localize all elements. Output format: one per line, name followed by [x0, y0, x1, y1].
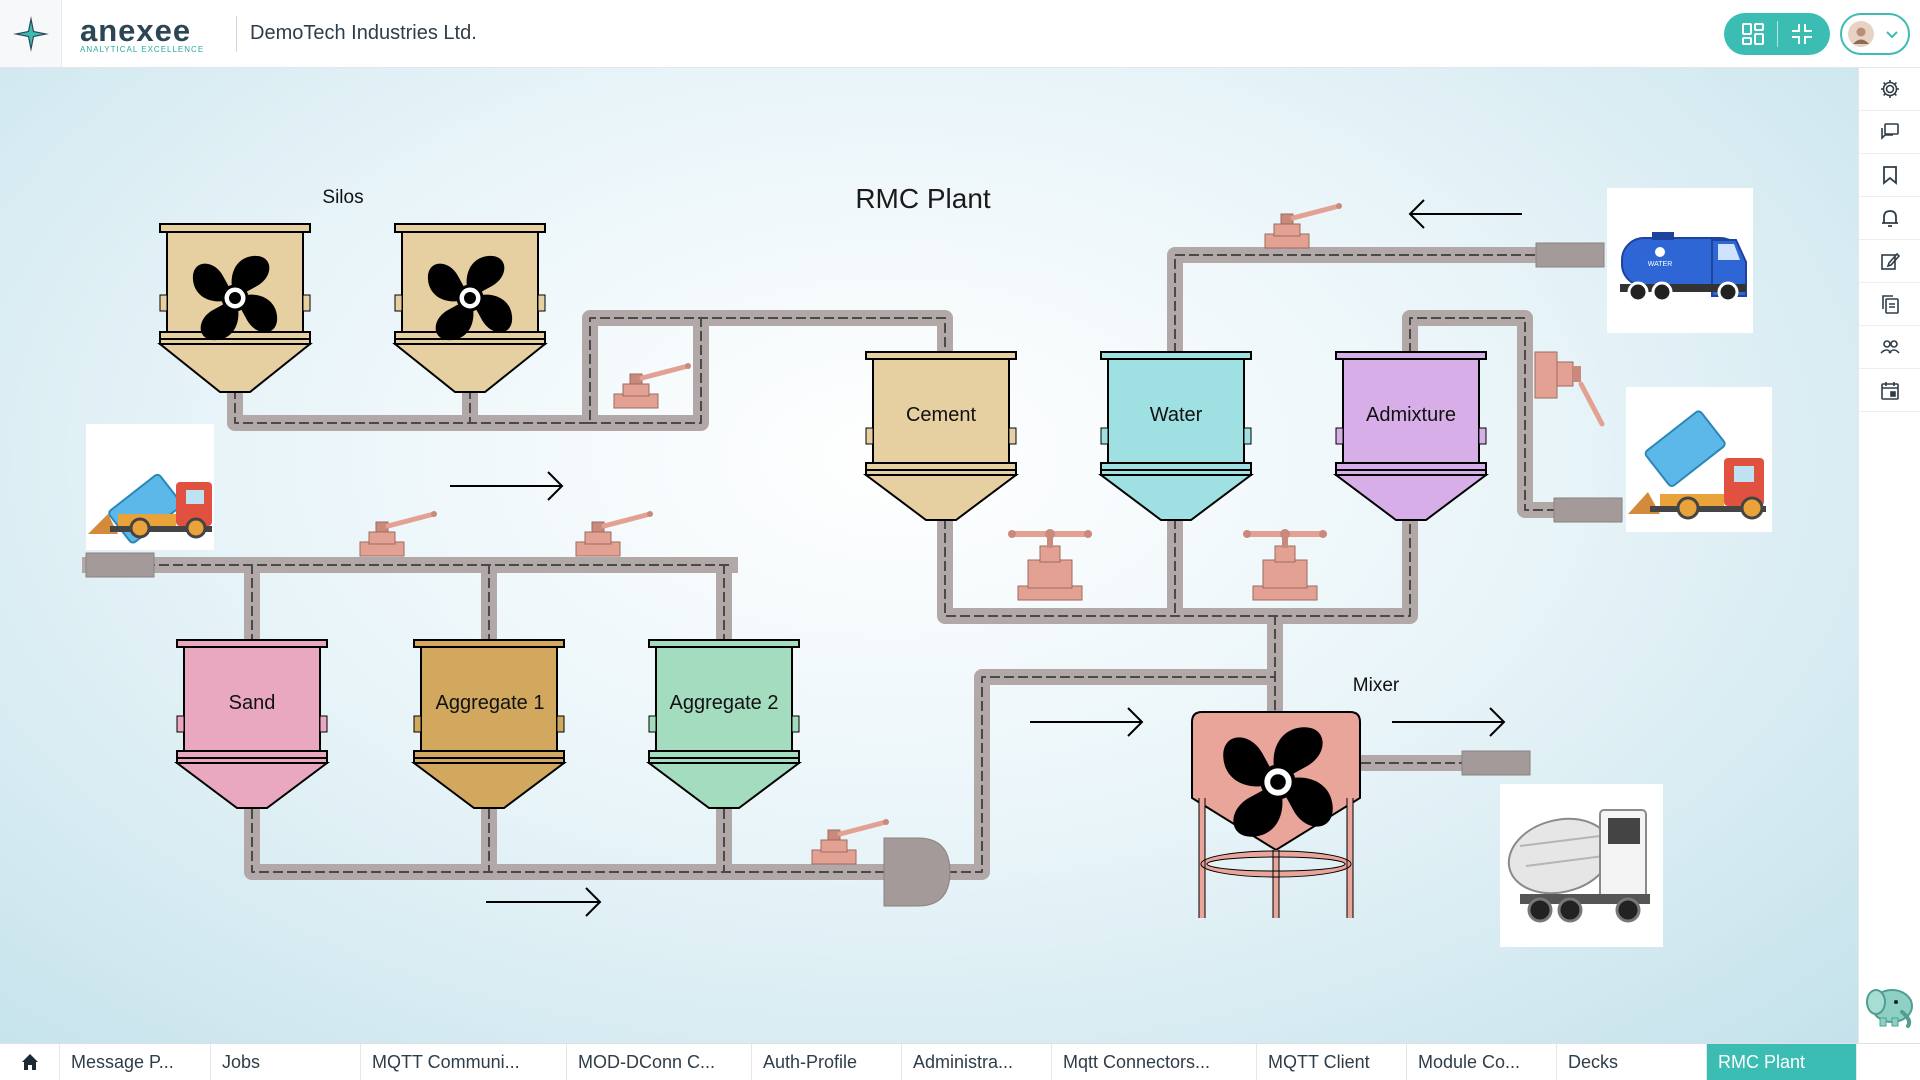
bell-icon[interactable]: [1859, 197, 1920, 240]
silo-1[interactable]: [157, 223, 313, 393]
bin-label-aggregate-1: Aggregate 1: [436, 692, 545, 714]
tab-jobs[interactable]: Jobs: [211, 1044, 361, 1080]
water-tanker-truck[interactable]: WATER: [1607, 188, 1753, 333]
valve-sand-line[interactable]: [360, 511, 437, 556]
valve-aggregate-out[interactable]: [812, 819, 889, 864]
divider: [1776, 21, 1778, 47]
concrete-mixer-truck[interactable]: [1500, 784, 1663, 947]
right-toolbar: [1858, 68, 1920, 1043]
flow-arrows: [450, 199, 1522, 917]
users-icon[interactable]: [1859, 326, 1920, 369]
view-controls: [1724, 13, 1830, 55]
valve-silo-line[interactable]: [614, 363, 691, 408]
organization-name: DemoTech Industries Ltd.: [250, 22, 477, 44]
user-menu[interactable]: [1840, 13, 1910, 55]
plant-canvas: Cement Water Admixture: [0, 68, 1858, 1043]
copy-icon[interactable]: [1859, 283, 1920, 326]
collapse-icon[interactable]: [1785, 17, 1819, 51]
rmc-plant-diagram: Cement Water Admixture: [82, 183, 1772, 947]
valve-cement-water[interactable]: [1008, 529, 1092, 600]
app-launcher-icon[interactable]: [0, 0, 62, 67]
brand-logo: anexee ANALYTICAL EXCELLENCE: [80, 13, 222, 54]
dashboard-grid-icon[interactable]: [1736, 17, 1770, 51]
dump-truck-left[interactable]: [86, 424, 214, 550]
valve-aggregate-line[interactable]: [576, 511, 653, 556]
bottom-tab-bar: Message P... Jobs MQTT Communi... MOD-DC…: [0, 1043, 1920, 1080]
home-icon[interactable]: [0, 1044, 60, 1080]
bin-water[interactable]: Water: [1098, 351, 1254, 521]
tab-message-p[interactable]: Message P...: [60, 1044, 211, 1080]
tab-administra[interactable]: Administra...: [902, 1044, 1052, 1080]
bin-label-aggregate-2: Aggregate 2: [670, 692, 779, 714]
bin-label-admixture: Admixture: [1366, 404, 1456, 426]
bin-cement[interactable]: Cement: [863, 351, 1019, 521]
divider: [236, 16, 237, 52]
silo-2[interactable]: [392, 223, 548, 393]
bin-label-cement: Cement: [906, 404, 976, 426]
tab-module-co[interactable]: Module Co...: [1407, 1044, 1557, 1080]
bin-admixture[interactable]: Admixture: [1333, 351, 1489, 521]
tanker-water-text: WATER: [1648, 261, 1673, 268]
gear-icon[interactable]: [1859, 68, 1920, 111]
dump-truck-right[interactable]: [1626, 387, 1772, 532]
brand-tagline: ANALYTICAL EXCELLENCE: [80, 45, 205, 54]
tab-auth-profile[interactable]: Auth-Profile: [752, 1044, 902, 1080]
bin-aggregate-2[interactable]: Aggregate 2: [646, 639, 802, 809]
avatar: [1848, 21, 1874, 47]
top-bar: anexee ANALYTICAL EXCELLENCE DemoTech In…: [0, 0, 1920, 68]
calendar-icon[interactable]: [1859, 369, 1920, 412]
pipe-network: [82, 242, 1623, 907]
bin-sand[interactable]: Sand: [174, 639, 330, 809]
mixer[interactable]: [1191, 711, 1361, 918]
tab-mod-dconn[interactable]: MOD-DConn C...: [567, 1044, 752, 1080]
valve-water-inlet[interactable]: [1265, 203, 1342, 248]
tab-mqtt-connectors[interactable]: Mqtt Connectors...: [1052, 1044, 1257, 1080]
chevron-down-icon: [1886, 31, 1898, 39]
silos-label: Silos: [322, 187, 363, 208]
pump-shape[interactable]: [883, 837, 951, 907]
tab-mqtt-client[interactable]: MQTT Client: [1257, 1044, 1407, 1080]
mixer-label: Mixer: [1353, 675, 1400, 696]
brand-name: anexee: [80, 13, 192, 48]
diagram-title: RMC Plant: [855, 183, 991, 214]
bin-aggregate-1[interactable]: Aggregate 1: [411, 639, 567, 809]
chat-icon[interactable]: [1859, 111, 1920, 154]
tab-mqtt-communi[interactable]: MQTT Communi...: [361, 1044, 567, 1080]
admixture-side-valve[interactable]: [1534, 351, 1605, 427]
tab-decks[interactable]: Decks: [1557, 1044, 1707, 1080]
bookmark-icon[interactable]: [1859, 154, 1920, 197]
bin-label-water: Water: [1150, 404, 1203, 426]
tab-rmc-plant[interactable]: RMC Plant: [1707, 1044, 1857, 1080]
bin-label-sand: Sand: [229, 692, 276, 714]
valve-water-admixture[interactable]: [1243, 529, 1327, 600]
edit-icon[interactable]: [1859, 240, 1920, 283]
assistant-mascot-icon[interactable]: [1862, 980, 1916, 1028]
